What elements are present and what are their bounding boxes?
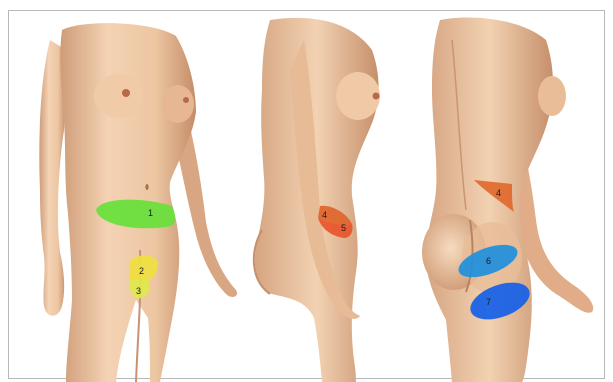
zone-4-side-label: 4 (322, 210, 327, 220)
zone-1-label: 1 (148, 208, 153, 218)
zone-7-label: 7 (486, 297, 491, 307)
zone-2-label: 2 (139, 266, 144, 276)
zone-6-label: 6 (486, 256, 491, 266)
zone-5-label: 5 (341, 223, 346, 233)
zone-4-back-label: 4 (496, 188, 501, 198)
zone-3-label: 3 (136, 286, 141, 296)
